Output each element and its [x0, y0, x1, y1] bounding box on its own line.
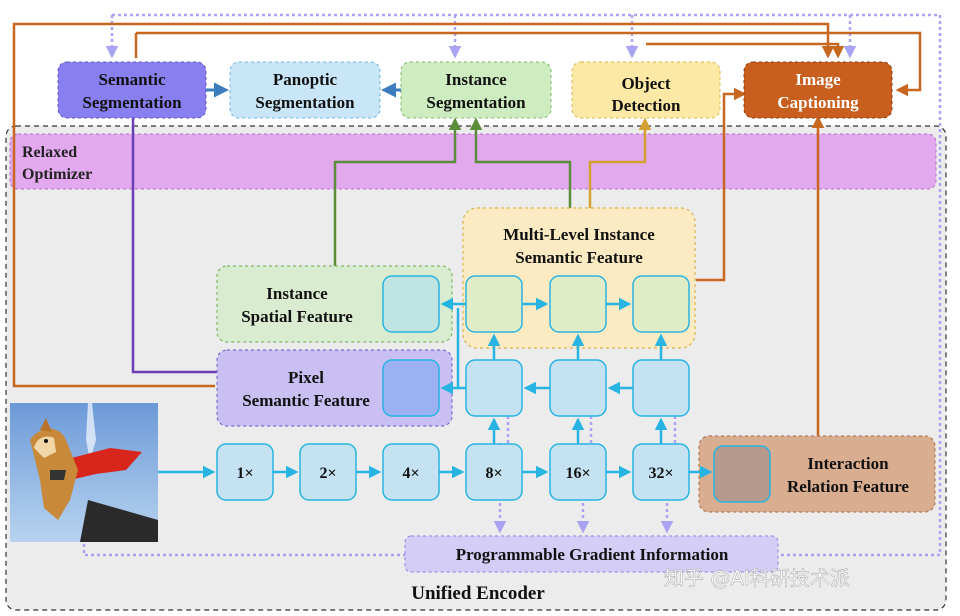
svg-text:Object: Object: [621, 74, 670, 93]
scale-4x: 4×: [402, 465, 419, 482]
svg-text:Semantic Feature: Semantic Feature: [242, 391, 370, 410]
scale-32x: 32×: [648, 465, 673, 482]
task-panoptic-segmentation: Panoptic Segmentation: [229, 61, 381, 119]
relaxed-optimizer-label-2: Optimizer: [22, 166, 92, 183]
svg-text:Segmentation: Segmentation: [82, 93, 182, 112]
interaction-relation-feature: Interaction Relation Feature: [698, 435, 936, 513]
scale-16x: 16×: [565, 465, 590, 482]
pixel-semantic-feature: Pixel Semantic Feature: [216, 349, 453, 427]
scale-blocks: 1× 2× 4× 8× 16× 32×: [216, 443, 690, 501]
neck-feature-blocks: [465, 359, 690, 417]
svg-text:Segmentation: Segmentation: [426, 93, 526, 112]
svg-text:Spatial Feature: Spatial Feature: [241, 307, 353, 326]
svg-text:Captioning: Captioning: [777, 93, 859, 112]
orange-caption-arrows: [12, 22, 922, 436]
svg-text:Semantic: Semantic: [98, 70, 166, 89]
svg-text:Detection: Detection: [612, 96, 681, 115]
svg-text:Relation Feature: Relation Feature: [787, 477, 909, 496]
svg-text:Panoptic: Panoptic: [273, 70, 338, 89]
task-semantic-segmentation: Semantic Segmentation: [57, 61, 207, 119]
pixel-to-semantic-arrow: [131, 118, 218, 374]
svg-text:Semantic Feature: Semantic Feature: [515, 248, 643, 267]
shiba-dog-image: [10, 403, 158, 542]
svg-text:Instance: Instance: [445, 70, 507, 89]
relaxed-optimizer-label-1: Relaxed: [22, 144, 77, 161]
relaxed-optimizer-band: [9, 133, 937, 190]
multi-level-instance-semantic-feature: Multi-Level Instance Semantic Feature: [462, 207, 696, 349]
watermark: 知乎 @AI科研技术派: [664, 566, 850, 590]
svg-text:Interaction: Interaction: [807, 454, 889, 473]
svg-text:Instance: Instance: [266, 284, 328, 303]
green-instance-arrows: [333, 117, 572, 266]
scale-1x: 1×: [236, 465, 253, 482]
svg-text:Programmable Gradient Informat: Programmable Gradient Information: [456, 545, 729, 564]
instance-spatial-feature: Instance Spatial Feature: [216, 265, 453, 343]
svg-text:Image: Image: [795, 70, 841, 89]
scale-2x: 2×: [319, 465, 336, 482]
feature-to-detection-arrow: [588, 117, 652, 208]
task-instance-segmentation: Instance Segmentation: [400, 61, 552, 119]
task-image-captioning: Image Captioning: [743, 61, 893, 119]
cyan-flow-arrows: [158, 297, 713, 479]
task-object-detection: Object Detection: [571, 61, 721, 119]
unified-encoder-label: Unified Encoder: [411, 583, 545, 604]
svg-text:Pixel: Pixel: [288, 368, 324, 387]
scale-8x: 8×: [485, 465, 502, 482]
svg-text:Segmentation: Segmentation: [255, 93, 355, 112]
programmable-gradient-information: Programmable Gradient Information: [404, 535, 779, 573]
svg-text:Multi-Level Instance: Multi-Level Instance: [503, 225, 655, 244]
